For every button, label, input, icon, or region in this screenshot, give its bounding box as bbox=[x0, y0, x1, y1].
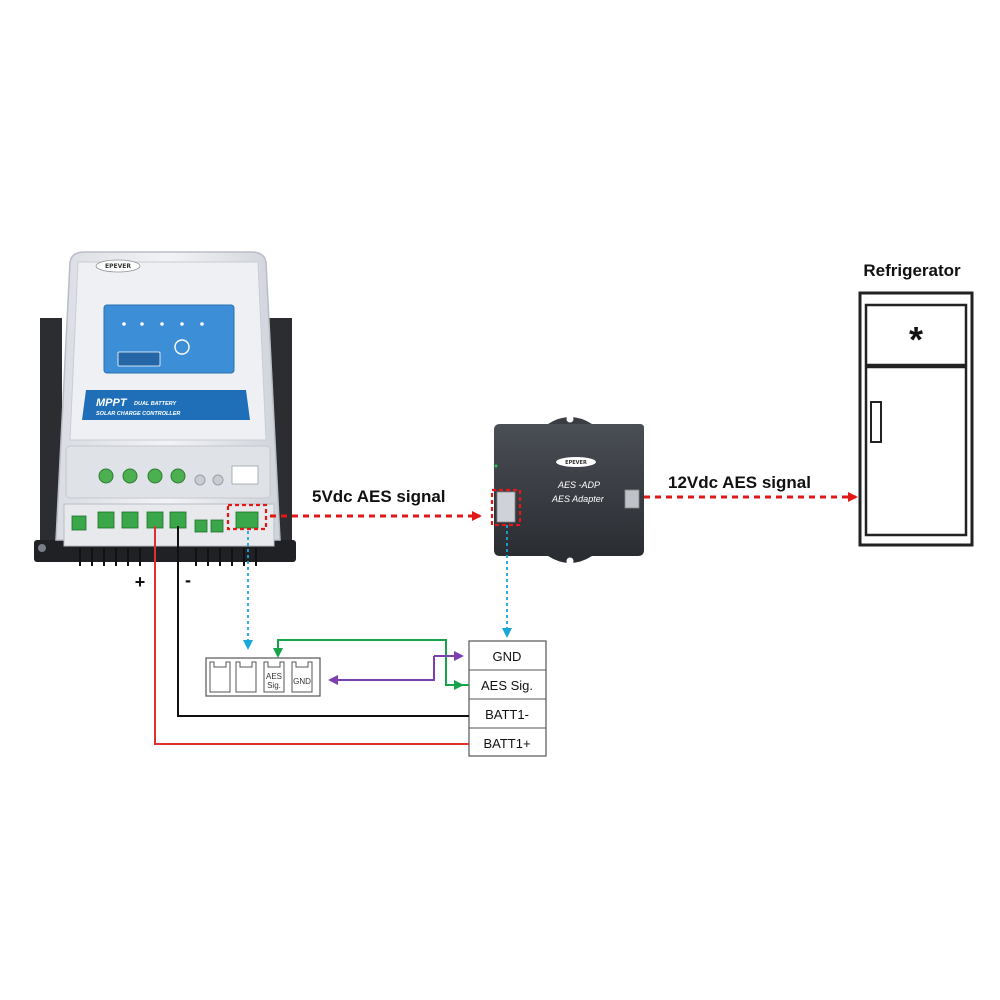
minus-sign: - bbox=[185, 570, 191, 590]
adapter-logo bbox=[556, 457, 596, 467]
batt-plus-wire bbox=[154, 526, 469, 745]
terminal-aes-label-2: Sig. bbox=[267, 681, 281, 690]
charge-controller: EPEVER MPPT DUAL BATTERY SOLAR CHARGE CO… bbox=[34, 251, 296, 566]
heatsink-left bbox=[40, 318, 62, 560]
adapter-name: AES Adapter bbox=[551, 494, 605, 504]
mode-button[interactable] bbox=[174, 339, 190, 355]
status-leds bbox=[122, 322, 204, 326]
adapter-led bbox=[494, 464, 498, 468]
heatsink-fins bbox=[79, 548, 257, 566]
refrigerator-body bbox=[858, 291, 974, 547]
adapter-hole-top bbox=[566, 415, 574, 423]
adapter-hole-bottom bbox=[566, 557, 574, 565]
terminal-aes-label: AES bbox=[266, 672, 282, 681]
brand-logo bbox=[95, 259, 141, 273]
refrigerator-title: Refrigerator bbox=[863, 261, 961, 280]
signal-5v-label: 5Vdc AES signal bbox=[312, 487, 446, 506]
controller-model-desc: SOLAR CHARGE CONTROLLER bbox=[96, 411, 180, 417]
adapter-brand: EPEVER bbox=[565, 460, 587, 466]
adapter-right-connector bbox=[624, 489, 640, 509]
terminal-row-gnd: GND bbox=[493, 649, 522, 664]
controller-model: MPPT bbox=[96, 397, 128, 409]
info-label bbox=[231, 465, 259, 485]
aes-adapter: EPEVER AES -ADP AES Adapter bbox=[490, 415, 644, 565]
adapter-left-connector bbox=[496, 491, 516, 523]
aes-port-highlight bbox=[226, 503, 268, 531]
mounting-hole bbox=[38, 544, 46, 552]
controller-buttons[interactable] bbox=[98, 468, 224, 486]
adapter-port-highlight bbox=[490, 488, 522, 527]
controller-brand: EPEVER bbox=[105, 263, 131, 270]
fridge-door bbox=[864, 365, 968, 537]
controller-model-sub: DUAL BATTERY bbox=[134, 401, 178, 407]
terminal-row-aes-sig: AES Sig. bbox=[481, 678, 533, 693]
plus-sign: + bbox=[135, 572, 146, 592]
refrigerator: Refrigerator * bbox=[858, 261, 974, 547]
controller-terminal-plug: AES Sig. GND bbox=[205, 657, 321, 697]
signal-12v-label: 12Vdc AES signal bbox=[668, 473, 811, 492]
model-banner bbox=[82, 390, 250, 420]
terminal-blocks bbox=[71, 511, 259, 533]
terminal-gnd-label: GND bbox=[293, 677, 311, 686]
adapter-model: AES -ADP bbox=[557, 480, 600, 490]
freezer-door bbox=[864, 303, 968, 367]
terminal-row-batt-plus: BATT1+ bbox=[483, 736, 530, 751]
batt-minus-wire bbox=[177, 526, 469, 717]
adapter-body bbox=[494, 424, 644, 556]
adapter-terminal-block: GND AES Sig. BATT1- BATT1+ bbox=[468, 640, 547, 757]
freezer-symbol: * bbox=[909, 319, 923, 360]
fridge-handle bbox=[870, 401, 882, 443]
purple-wire-to-controller bbox=[328, 656, 435, 685]
lcd-window bbox=[117, 351, 161, 367]
terminal-row-batt-minus: BATT1- bbox=[485, 707, 529, 722]
